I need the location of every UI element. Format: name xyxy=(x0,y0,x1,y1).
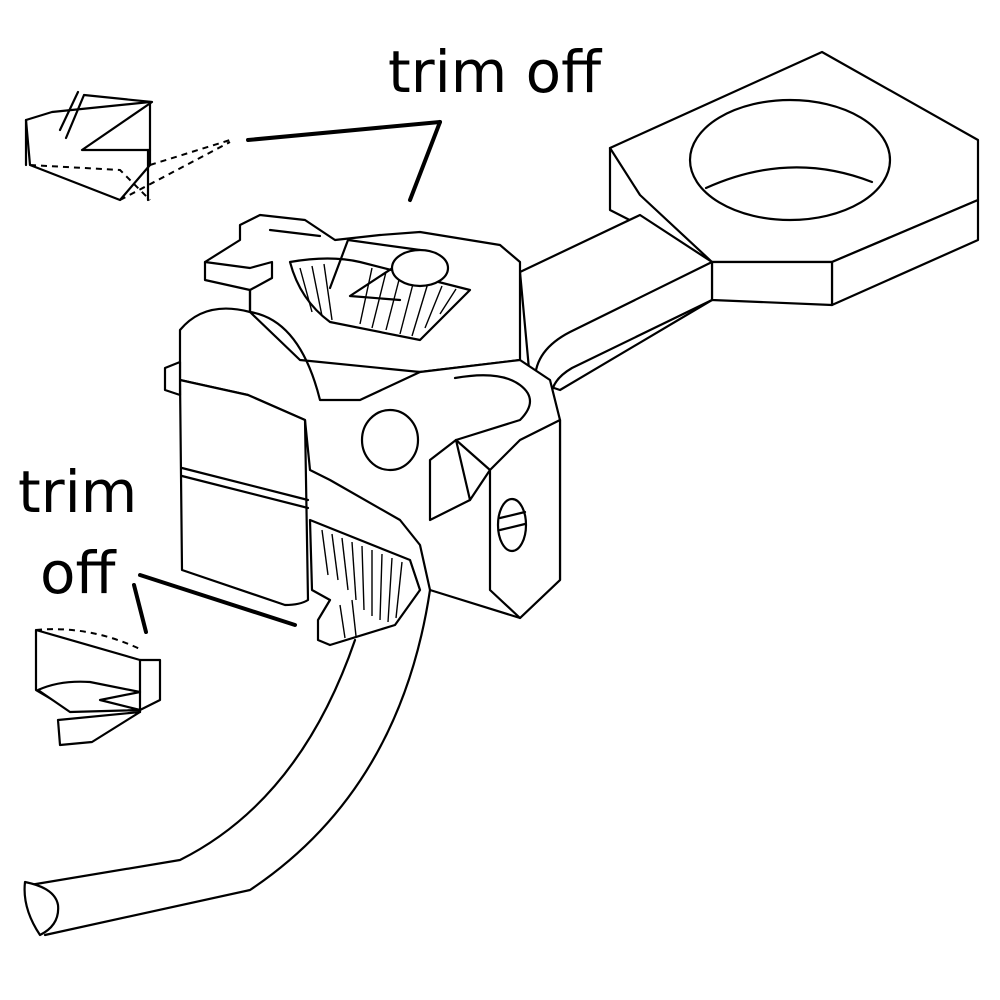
mounting-pad xyxy=(608,50,980,307)
top-trim-detail xyxy=(24,90,231,202)
trim-label-left: trim xyxy=(18,458,138,526)
trip-pin xyxy=(23,588,432,937)
off-label-left: off xyxy=(40,539,116,607)
top-cavity-hatching xyxy=(299,263,457,337)
lower-trim-detail xyxy=(34,628,162,747)
coupler-shank xyxy=(518,213,714,404)
leader-lines xyxy=(132,120,442,634)
coupler-head xyxy=(163,213,562,647)
lower-cavity-hatching xyxy=(321,529,403,639)
trim-off-label-top: trim off xyxy=(388,38,602,106)
